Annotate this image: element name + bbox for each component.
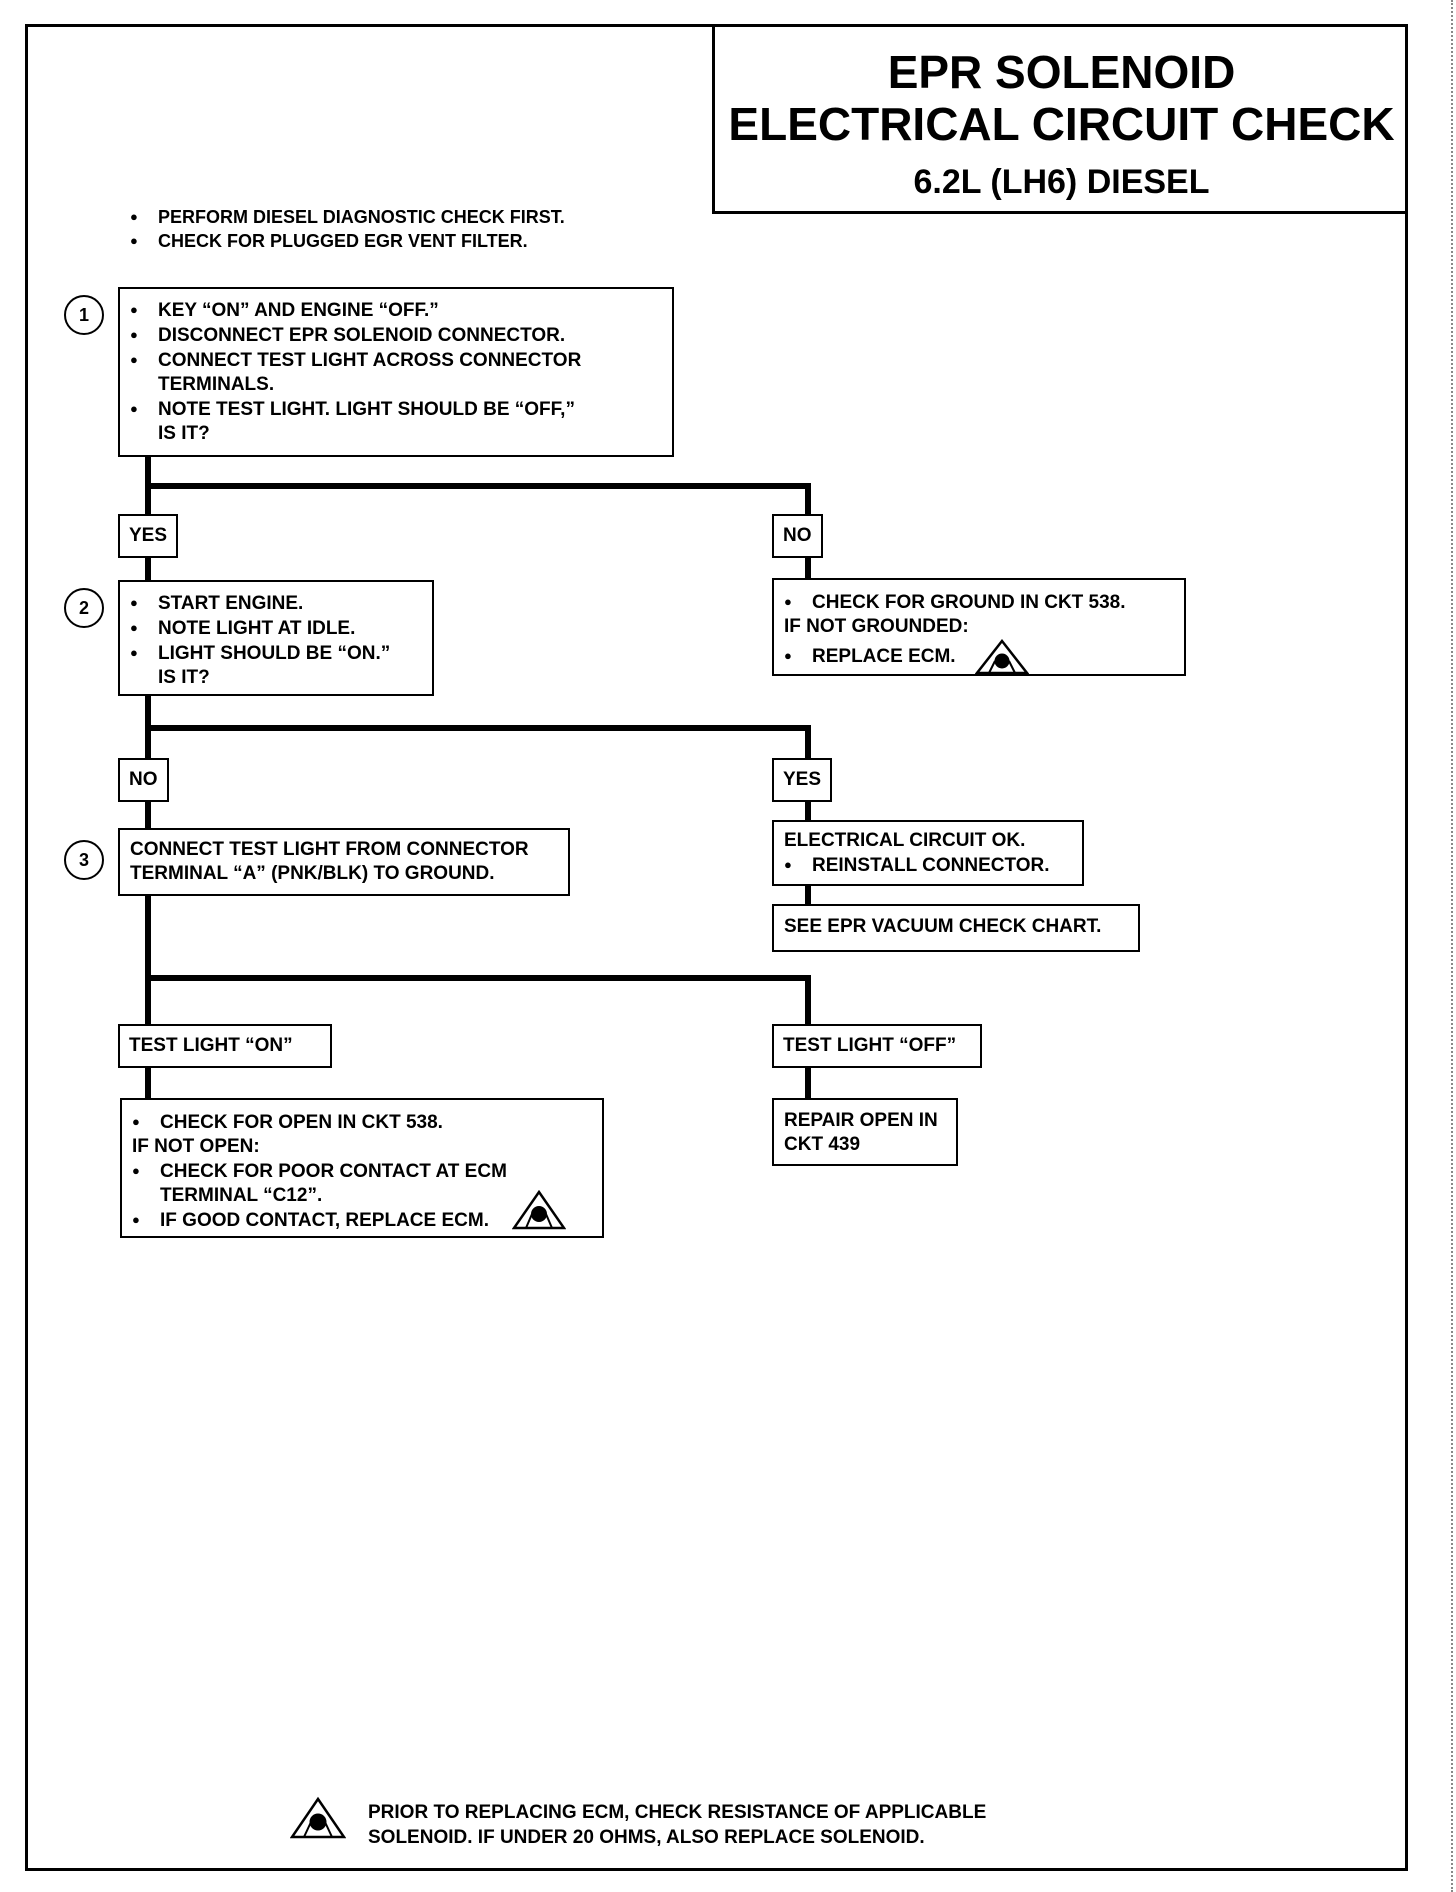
ground-check-box: CHECK FOR GROUND IN CKT 538. IF NOT GROU…: [772, 578, 1186, 676]
engine-subtitle: 6.2L (LH6) DIESEL: [913, 163, 1210, 201]
open-538-line: CHECK FOR POOR CONTACT AT ECM: [132, 1159, 592, 1184]
ecm-warning-triangle-icon: [512, 1190, 566, 1230]
step-3-line: TERMINAL “A” (PNK/BLK) TO GROUND.: [130, 863, 495, 884]
title-block: EPR SOLENOID ELECTRICAL CIRCUIT CHECK 6.…: [712, 24, 1408, 214]
branch-label-yes-2: YES: [772, 758, 833, 802]
step-1-line: KEY “ON” AND ENGINE “OFF.”: [130, 298, 662, 323]
footnote: PRIOR TO REPLACING ECM, CHECK RESISTANCE…: [368, 1800, 986, 1850]
repair-439-line: CKT 439: [784, 1134, 861, 1155]
open-538-line: IF NOT OPEN:: [132, 1136, 260, 1157]
step-3-box: CONNECT TEST LIGHT FROM CONNECTOR TERMIN…: [118, 828, 570, 896]
ground-check-line: REPLACE ECM.: [812, 646, 956, 668]
step-1-line: CONNECT TEST LIGHT ACROSS CONNECTOR: [130, 348, 662, 373]
repair-439-box: REPAIR OPEN IN CKT 439: [772, 1098, 958, 1166]
step-2-line: START ENGINE.: [130, 591, 422, 616]
step-1-line: IS IT?: [158, 423, 210, 444]
branch-label-no-2: NO: [118, 758, 169, 802]
open-538-box: CHECK FOR OPEN IN CKT 538. IF NOT OPEN: …: [120, 1098, 604, 1238]
circuit-ok-line: ELECTRICAL CIRCUIT OK.: [784, 830, 1026, 851]
step-number-1: 1: [64, 295, 104, 335]
footnote-line: PRIOR TO REPLACING ECM, CHECK RESISTANCE…: [368, 1802, 987, 1823]
step-3-line: CONNECT TEST LIGHT FROM CONNECTOR: [130, 839, 529, 860]
step-2-box: START ENGINE. NOTE LIGHT AT IDLE. LIGHT …: [118, 580, 434, 696]
step-2-line: IS IT?: [158, 667, 210, 688]
step-1-box: KEY “ON” AND ENGINE “OFF.” DISCONNECT EP…: [118, 287, 674, 457]
vacuum-chart-box: SEE EPR VACUUM CHECK CHART.: [772, 904, 1140, 952]
branch-label-no-1: NO: [772, 514, 823, 558]
title-line-2: ELECTRICAL CIRCUIT CHECK: [728, 98, 1395, 150]
step-1-line: DISCONNECT EPR SOLENOID CONNECTOR.: [130, 323, 662, 348]
step-2-line: NOTE LIGHT AT IDLE.: [130, 616, 422, 641]
precheck-item: CHECK FOR PLUGGED EGR VENT FILTER.: [130, 229, 565, 253]
step-1-line: NOTE TEST LIGHT. LIGHT SHOULD BE “OFF,”: [130, 397, 662, 422]
ecm-warning-triangle-icon: [290, 1796, 346, 1839]
precheck-list: PERFORM DIESEL DIAGNOSTIC CHECK FIRST. C…: [130, 205, 565, 253]
branch-label-light-on: TEST LIGHT “ON”: [118, 1024, 332, 1068]
ecm-warning-triangle-icon: [974, 639, 1029, 675]
chart-frame: [25, 24, 1408, 1871]
branch-label-light-off: TEST LIGHT “OFF”: [772, 1024, 982, 1068]
title-line-1: EPR SOLENOID: [887, 46, 1236, 98]
step-number-3: 3: [64, 840, 104, 880]
circuit-ok-box: ELECTRICAL CIRCUIT OK. REINSTALL CONNECT…: [772, 820, 1084, 886]
branch-label-yes-1: YES: [118, 514, 179, 558]
footnote-line: SOLENOID. IF UNDER 20 OHMS, ALSO REPLACE…: [368, 1827, 925, 1848]
open-538-line: TERMINAL “C12”.: [160, 1185, 323, 1206]
step-number-2: 2: [64, 588, 104, 628]
ground-check-line: IF NOT GROUNDED:: [784, 616, 969, 637]
step-1-line: TERMINALS.: [158, 374, 275, 395]
open-538-line: CHECK FOR OPEN IN CKT 538.: [132, 1110, 592, 1135]
vacuum-chart-text: SEE EPR VACUUM CHECK CHART.: [784, 916, 1102, 937]
ground-check-line: CHECK FOR GROUND IN CKT 538.: [784, 590, 1174, 615]
repair-439-line: REPAIR OPEN IN: [784, 1110, 938, 1131]
step-2-line: LIGHT SHOULD BE “ON.”: [130, 641, 422, 666]
page-edge-perforation: [1439, 0, 1453, 1892]
open-538-line: IF GOOD CONTACT, REPLACE ECM.: [160, 1210, 489, 1231]
circuit-ok-line: REINSTALL CONNECTOR.: [784, 853, 1072, 878]
precheck-item: PERFORM DIESEL DIAGNOSTIC CHECK FIRST.: [130, 205, 565, 229]
